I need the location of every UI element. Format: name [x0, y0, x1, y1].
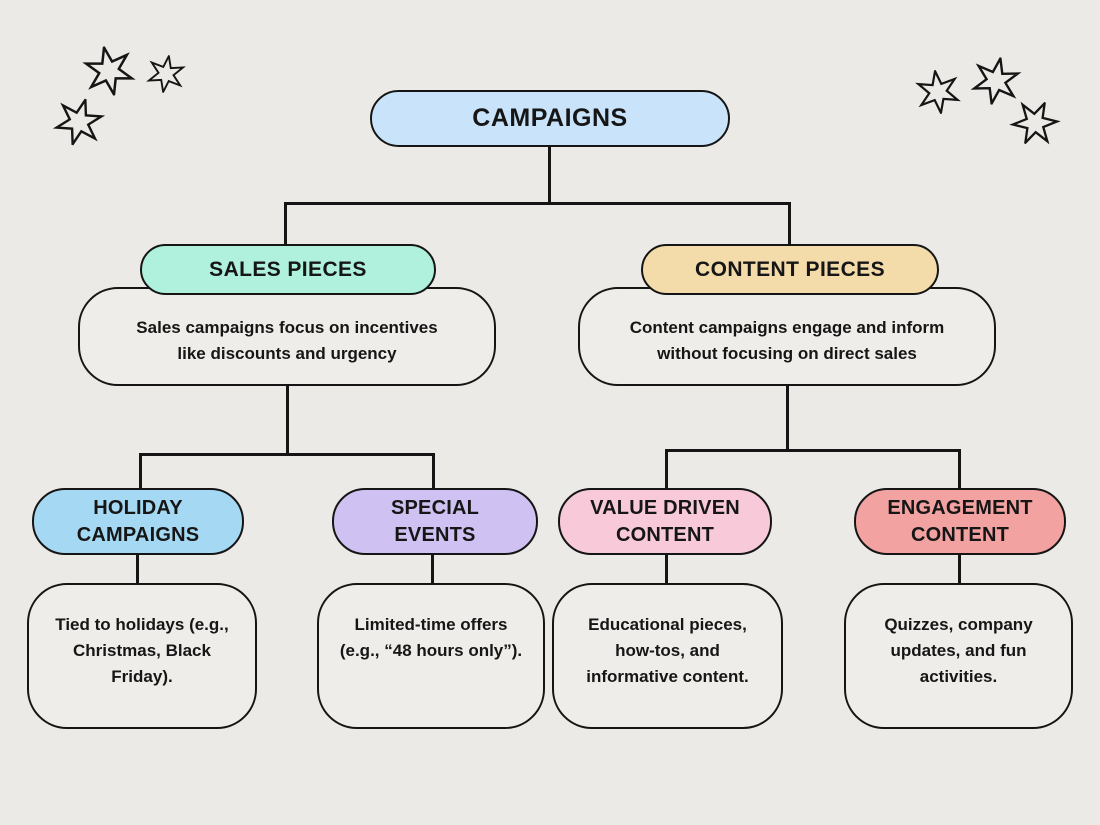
connector-line — [665, 552, 668, 586]
connector-line — [284, 202, 287, 246]
connector-line — [431, 552, 434, 586]
node-special-events-label: SPECIAL EVENTS — [390, 496, 480, 546]
engagement-content-description-box: Quizzes, company updates, and fun activi… — [844, 583, 1073, 729]
connector-line — [284, 202, 791, 205]
connector-line — [958, 449, 961, 491]
content-pieces-description-box: Content campaigns engage and inform with… — [578, 287, 996, 386]
node-special-events: SPECIAL EVENTS — [332, 488, 538, 555]
holiday-campaigns-description-box: Tied to holidays (e.g., Christmas, Black… — [27, 583, 257, 729]
node-content-pieces: CONTENT PIECES — [641, 244, 939, 295]
node-engagement-content-label: ENGAGEMENT CONTENT — [887, 496, 1033, 546]
special-events-description-box: Limited-time offers (e.g., “48 hours onl… — [317, 583, 545, 729]
connector-line — [136, 552, 139, 586]
value-driven-content-description: Educational pieces, how-tos, and informa… — [586, 615, 749, 686]
star-icon — [79, 41, 138, 100]
node-content-pieces-label: CONTENT PIECES — [695, 257, 885, 281]
connector-line — [958, 552, 961, 586]
connector-line — [139, 453, 435, 456]
sales-pieces-description-box: Sales campaigns focus on incentives like… — [78, 287, 496, 386]
node-engagement-content: ENGAGEMENT CONTENT — [854, 488, 1066, 555]
special-events-description: Limited-time offers (e.g., “48 hours onl… — [339, 615, 523, 660]
connector-line — [286, 384, 289, 455]
star-icon — [913, 67, 963, 117]
connector-line — [665, 449, 668, 491]
node-holiday-campaigns-label: HOLIDAY CAMPAIGNS — [76, 496, 200, 546]
node-campaigns: CAMPAIGNS — [370, 90, 730, 147]
connector-line — [786, 384, 789, 451]
node-value-driven-content: VALUE DRIVEN CONTENT — [558, 488, 772, 555]
node-sales-pieces: SALES PIECES — [140, 244, 436, 295]
node-campaigns-label: CAMPAIGNS — [472, 104, 628, 132]
connector-line — [432, 453, 435, 491]
star-icon — [968, 53, 1024, 109]
connector-line — [788, 202, 791, 246]
connector-line — [139, 453, 142, 491]
connector-line — [548, 146, 551, 204]
node-holiday-campaigns: HOLIDAY CAMPAIGNS — [32, 488, 244, 555]
value-driven-content-description-box: Educational pieces, how-tos, and informa… — [552, 583, 783, 729]
star-icon — [1004, 92, 1066, 154]
star-icon — [49, 92, 108, 151]
holiday-campaigns-description: Tied to holidays (e.g., Christmas, Black… — [55, 615, 229, 686]
star-icon — [144, 52, 187, 96]
sales-pieces-description: Sales campaigns focus on incentives like… — [136, 318, 438, 363]
node-value-driven-content-label: VALUE DRIVEN CONTENT — [590, 496, 740, 546]
engagement-content-description: Quizzes, company updates, and fun activi… — [884, 615, 1033, 686]
node-sales-pieces-label: SALES PIECES — [209, 257, 367, 281]
content-pieces-description: Content campaigns engage and inform with… — [629, 318, 945, 363]
connector-line — [665, 449, 961, 452]
